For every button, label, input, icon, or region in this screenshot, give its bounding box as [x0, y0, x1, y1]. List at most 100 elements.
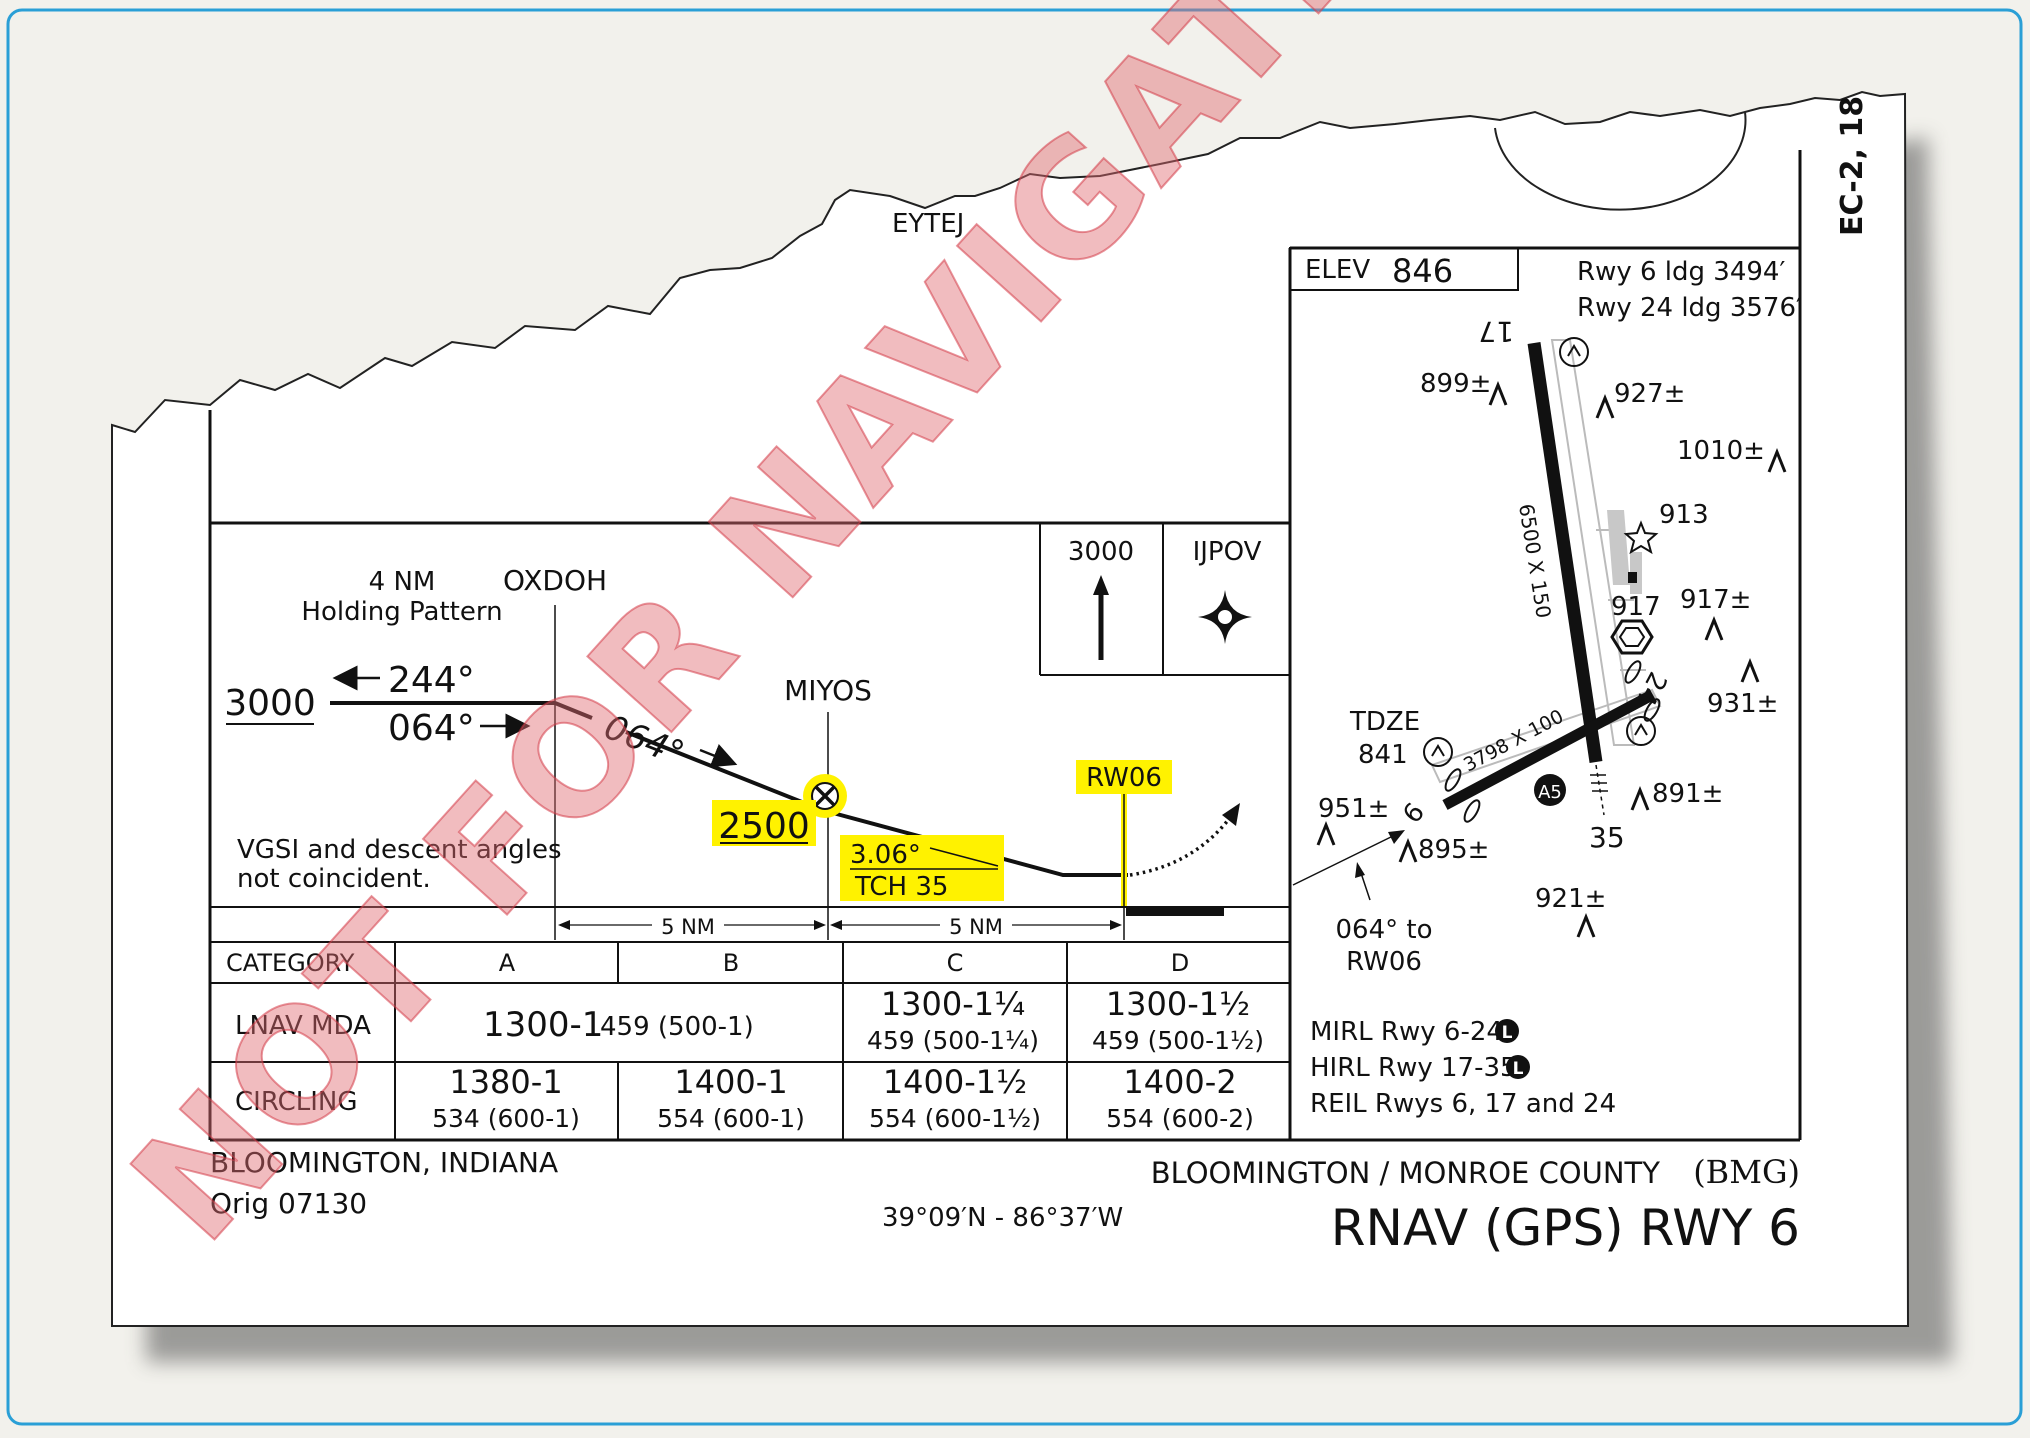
circling-a-main: 1380-1 [449, 1063, 562, 1101]
obstacle-1010: 1010± [1677, 436, 1765, 466]
obstacle-icons [1316, 380, 1787, 938]
runway-17-35 [1527, 342, 1603, 763]
hold-altitude: 3000 [224, 683, 316, 724]
fix-cross-icon [814, 785, 836, 807]
header-category: CATEGORY [226, 949, 355, 977]
vgsi-icon-24 [1626, 716, 1656, 746]
header-b: B [723, 949, 739, 977]
landing-distance-rwy24: Rwy 24 ldg 3576′ [1577, 293, 1802, 323]
lighting-hirl-badge-text: L [1513, 1059, 1524, 1079]
arrival-course-line [1292, 834, 1396, 886]
obstacle-921: 921± [1535, 884, 1606, 914]
profile-view: 3000 IJPOV 4 NM Holding Pattern OXDOH 30… [210, 523, 1290, 940]
vgsi-highlight [840, 835, 1004, 901]
vgsi-angle: 3.06° [850, 840, 921, 870]
taxiway-parallel [1550, 339, 1636, 746]
missed-approach-arrowhead [1222, 803, 1240, 826]
lighting-reil: REIL Rwys 6, 17 and 24 [1310, 1089, 1616, 1119]
arrival-leader-arrowhead [1355, 862, 1365, 878]
hold-outbound-course: 244° [388, 660, 475, 701]
vgsi-icon-24-mark [1634, 723, 1648, 736]
runway-17-label: 17 [1478, 315, 1514, 348]
lighting-mirl-badge-text: L [1502, 1023, 1513, 1043]
dist1-label: 5 NM [661, 915, 715, 939]
airport-diagram: ELEV 846 Rwy 6 ldg 3494′ Rwy 24 ldg 3576… [1289, 247, 1802, 1119]
chart-footer: BLOOMINGTON, INDIANA Orig 07130 39°09′N … [210, 1146, 1800, 1257]
obstacle-895: 895± [1418, 835, 1489, 865]
runway-fix-rw06: RW06 [1086, 763, 1162, 793]
vgsi-note-line1: VGSI and descent angles [237, 835, 562, 865]
beacon-icon [1623, 520, 1659, 555]
footer-orig: Orig 07130 [210, 1187, 367, 1220]
waypoint-center-icon [1216, 608, 1234, 626]
paper-arc [1494, 111, 1747, 211]
dist1-arrow-right [814, 920, 826, 930]
dist2-label: 5 NM [949, 915, 1003, 939]
fix-oxdoh: OXDOH [503, 564, 607, 597]
header-a: A [499, 949, 516, 977]
vgsi-icon-17 [1559, 337, 1589, 367]
circling-a-sub: 534 (600-1) [432, 1104, 580, 1133]
obstacle-913: 913 [1659, 500, 1709, 530]
dist1-arrow-left [558, 920, 570, 930]
circling-b-main: 1400-1 [674, 1063, 787, 1101]
lnav-ab-main: 1300-1 [483, 1005, 603, 1045]
footer-airport-id: (BMG) [1693, 1153, 1800, 1191]
elev-label: ELEV [1305, 255, 1370, 285]
reil-icons [1444, 660, 1661, 823]
missed-climb-altitude: 3000 [1068, 537, 1134, 567]
vgsi-icon-6-mark [1431, 744, 1445, 757]
circling-b-sub: 554 (600-1) [657, 1104, 805, 1133]
circling-d-main: 1400-2 [1123, 1063, 1236, 1101]
missed-fix-ijpov: IJPOV [1193, 537, 1262, 567]
footer-airport-name: BLOOMINGTON / MONROE COUNTY [1151, 1156, 1661, 1190]
arrival-course-fix: RW06 [1346, 947, 1422, 977]
circling-c-sub: 554 (600-1½) [869, 1104, 1041, 1133]
dist2-label-bg [940, 912, 1012, 936]
lnav-d-sub: 459 (500-1½) [1092, 1026, 1264, 1055]
header-d: D [1171, 949, 1189, 977]
dist2-arrow-left [830, 920, 842, 930]
arresting-code: A5 [1538, 782, 1562, 803]
lighting-hirl: HIRL Rwy 17-35 [1310, 1053, 1517, 1083]
obstacle-891: 891± [1652, 779, 1723, 809]
obstacle-917: 917 [1611, 592, 1661, 622]
obstacle-927: 927± [1614, 379, 1685, 409]
lnav-label: LNAV MDA [235, 1011, 371, 1041]
miyos-altitude: 2500 [718, 806, 810, 847]
vgsi-icon-6 [1423, 737, 1453, 767]
lighting-mirl: MIRL Rwy 6-24 [1310, 1017, 1503, 1047]
footer-city: BLOOMINGTON, INDIANA [210, 1146, 558, 1179]
vgsi-angle-line [929, 847, 999, 867]
circling-c-main: 1400-1½ [883, 1063, 1027, 1101]
tch-label: TCH 35 [854, 872, 948, 902]
lnav-c-sub: 459 (500-1¼) [867, 1026, 1039, 1055]
side-label: EC-2, 18 [1835, 96, 1870, 236]
circling-label: CIRCLING [235, 1087, 358, 1117]
minimums-table: CATEGORY A B C D LNAV MDA 1300-1 459 (50… [210, 941, 1290, 1140]
header-c: C [947, 949, 964, 977]
arrival-course-label: 064° to [1336, 915, 1433, 945]
apron-area [1607, 510, 1630, 585]
circling-d-sub: 554 (600-2) [1106, 1104, 1254, 1133]
fix-miyos: MIYOS [784, 674, 872, 707]
holding-pattern-label: Holding Pattern [301, 597, 502, 627]
lnav-ab-sub: 459 (500-1) [600, 1012, 754, 1042]
lnav-d-main: 1300-1½ [1106, 985, 1250, 1023]
lnav-c-main: 1300-1¼ [881, 985, 1025, 1023]
elev-box [1289, 247, 1519, 291]
fix-eytej-label: EYTEJ [892, 209, 964, 239]
landing-distance-rwy6: Rwy 6 ldg 3494′ [1577, 257, 1785, 287]
rw06-highlight [1076, 760, 1172, 794]
obstacle-951: 951± [1318, 794, 1389, 824]
vgsi-icon-17-mark [1567, 344, 1581, 357]
landmark-hexagon-inner-icon [1618, 627, 1646, 647]
dist1-label-bg [652, 912, 724, 936]
obstacle-899: 899± [1420, 369, 1491, 399]
missed-approach-path [1129, 813, 1234, 877]
vgsi-note-line2: not coincident. [237, 864, 431, 894]
footer-coordinates: 39°09′N - 86°37′W [882, 1203, 1123, 1233]
lighting-mirl-badge [1495, 1019, 1519, 1043]
arresting-gear-icon [1534, 774, 1566, 806]
